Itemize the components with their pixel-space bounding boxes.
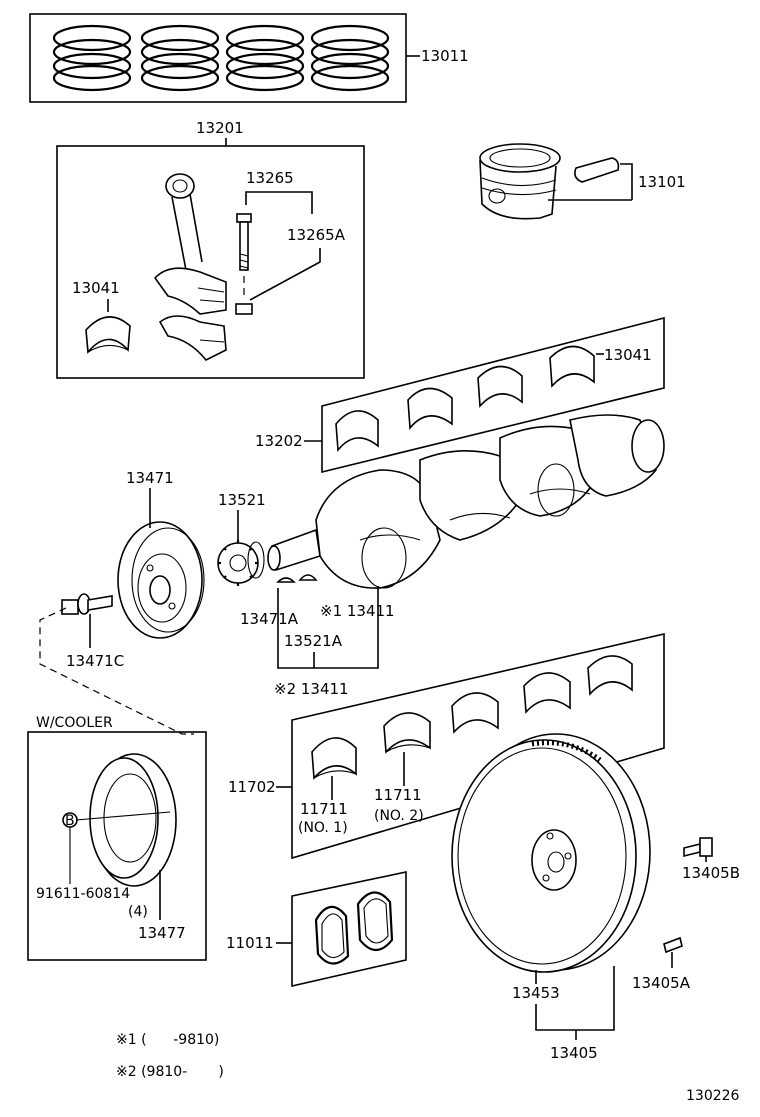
main-bearing-panel bbox=[291, 632, 665, 860]
part-label-13471c[interactable]: 13471C bbox=[66, 652, 124, 670]
connecting-rod-drawing bbox=[153, 173, 227, 362]
crankshaft-pulley-drawing bbox=[117, 521, 205, 639]
connecting-rod-box bbox=[56, 145, 365, 379]
part-label-13011[interactable]: 13011 bbox=[421, 47, 469, 65]
main-bearing-group: 11702 11711 (NO. 1) 11711 (NO. 2) bbox=[228, 632, 665, 860]
bearing-no2-label: (NO. 2) bbox=[374, 808, 424, 824]
flywheel-bolt-drawing bbox=[683, 837, 713, 858]
rod-bolt-drawing bbox=[236, 213, 252, 300]
connecting-rod-group: 13201 13265 13265A 13041 bbox=[56, 119, 365, 379]
part-label-13201[interactable]: 13201 bbox=[196, 119, 244, 137]
footnote-2: ※2 (9810- ) bbox=[116, 1064, 224, 1080]
main-bearing-half bbox=[523, 672, 571, 714]
part-label-13521a[interactable]: 13521A bbox=[284, 632, 343, 650]
part-label-13471[interactable]: 13471 bbox=[126, 469, 174, 487]
rod-nut-drawing bbox=[235, 303, 253, 315]
bearing-panel-frame bbox=[321, 316, 665, 474]
main-bearing-half bbox=[549, 345, 595, 388]
crank-timing-gear-drawing bbox=[217, 540, 265, 586]
crankshaft-drawing bbox=[267, 414, 665, 589]
main-bearing-no2 bbox=[383, 712, 431, 754]
rod-bearing-drawing bbox=[85, 316, 131, 354]
part-label-11702[interactable]: 11702 bbox=[228, 778, 276, 796]
piston-ring-stack bbox=[310, 24, 390, 92]
leader-line bbox=[245, 191, 313, 214]
main-bearing-no1 bbox=[311, 737, 357, 780]
crank-bearing-upper-group: 13041 13202 bbox=[255, 316, 665, 474]
main-bearing-half bbox=[451, 692, 499, 734]
woodruff-keys-drawing bbox=[276, 574, 318, 583]
main-bearing-half bbox=[407, 387, 453, 431]
piston-ring-stack bbox=[225, 24, 305, 92]
part-label-13453[interactable]: 13453 bbox=[512, 984, 560, 1002]
bearing-no1-label: (NO. 1) bbox=[298, 820, 348, 836]
part-label-13041[interactable]: 13041 bbox=[72, 279, 120, 297]
w-cooler-group: W/COOLER B 91611-60814 (4) 13477 bbox=[27, 715, 207, 961]
part-label-11711-no1[interactable]: 11711 bbox=[300, 800, 348, 818]
part-label-13265[interactable]: 13265 bbox=[246, 169, 294, 187]
leader-line bbox=[535, 966, 615, 1031]
part-label-13405a[interactable]: 13405A bbox=[632, 974, 691, 992]
part-label-13202[interactable]: 13202 bbox=[255, 432, 303, 450]
thrust-washer-panel bbox=[291, 871, 407, 988]
main-bearing-half bbox=[477, 365, 523, 408]
quantity-4: (4) bbox=[128, 904, 148, 920]
part-label-mark1-13411[interactable]: ※1 13411 bbox=[320, 602, 395, 620]
piston-drawing bbox=[479, 143, 561, 220]
flywheel-drawing bbox=[451, 733, 651, 973]
part-label-13471a[interactable]: 13471A bbox=[240, 610, 299, 628]
piston-group: 13101 bbox=[479, 143, 686, 220]
part-label-13521[interactable]: 13521 bbox=[218, 491, 266, 509]
footnote-1: ※1 ( -9810) bbox=[116, 1032, 219, 1048]
piston-ring-box bbox=[29, 13, 407, 103]
leader-line bbox=[249, 248, 321, 301]
flywheel-pin-drawing bbox=[663, 936, 683, 954]
piston-pin-drawing bbox=[574, 157, 620, 183]
piston-ring-stack bbox=[52, 24, 132, 92]
dashed-reference-line bbox=[39, 607, 194, 735]
b-marker-text: B bbox=[65, 813, 75, 829]
piston-ring-set-group: 13011 bbox=[29, 13, 469, 103]
diagram-code: 130226 bbox=[686, 1088, 740, 1104]
part-label-13101[interactable]: 13101 bbox=[638, 173, 686, 191]
leader-line bbox=[548, 163, 633, 201]
part-label-11011[interactable]: 11011 bbox=[226, 934, 274, 952]
leader-line bbox=[277, 586, 379, 669]
part-label-13405[interactable]: 13405 bbox=[550, 1044, 598, 1062]
thrust-washer-group: 11011 bbox=[226, 871, 407, 988]
part-label-13477[interactable]: 13477 bbox=[138, 924, 186, 942]
piston-ring-stack bbox=[140, 24, 220, 92]
part-label-mark2-13411[interactable]: ※2 13411 bbox=[274, 680, 349, 698]
main-bearing-half bbox=[335, 410, 379, 453]
w-cooler-box bbox=[27, 731, 207, 961]
part-label-13405b[interactable]: 13405B bbox=[682, 864, 740, 882]
ring-gear-teeth bbox=[531, 740, 602, 763]
part-label-13041-bearing[interactable]: 13041 bbox=[604, 346, 652, 364]
pulley-bolt-drawing bbox=[61, 593, 113, 615]
part-label-91611-60814[interactable]: 91611-60814 bbox=[36, 886, 130, 902]
part-label-11711-no2[interactable]: 11711 bbox=[374, 786, 422, 804]
w-cooler-label[interactable]: W/COOLER bbox=[36, 715, 113, 731]
part-label-13265a[interactable]: 13265A bbox=[287, 226, 346, 244]
leader-line bbox=[69, 811, 171, 884]
cooler-pulley-drawing bbox=[89, 753, 177, 887]
main-bearing-half bbox=[587, 655, 633, 696]
